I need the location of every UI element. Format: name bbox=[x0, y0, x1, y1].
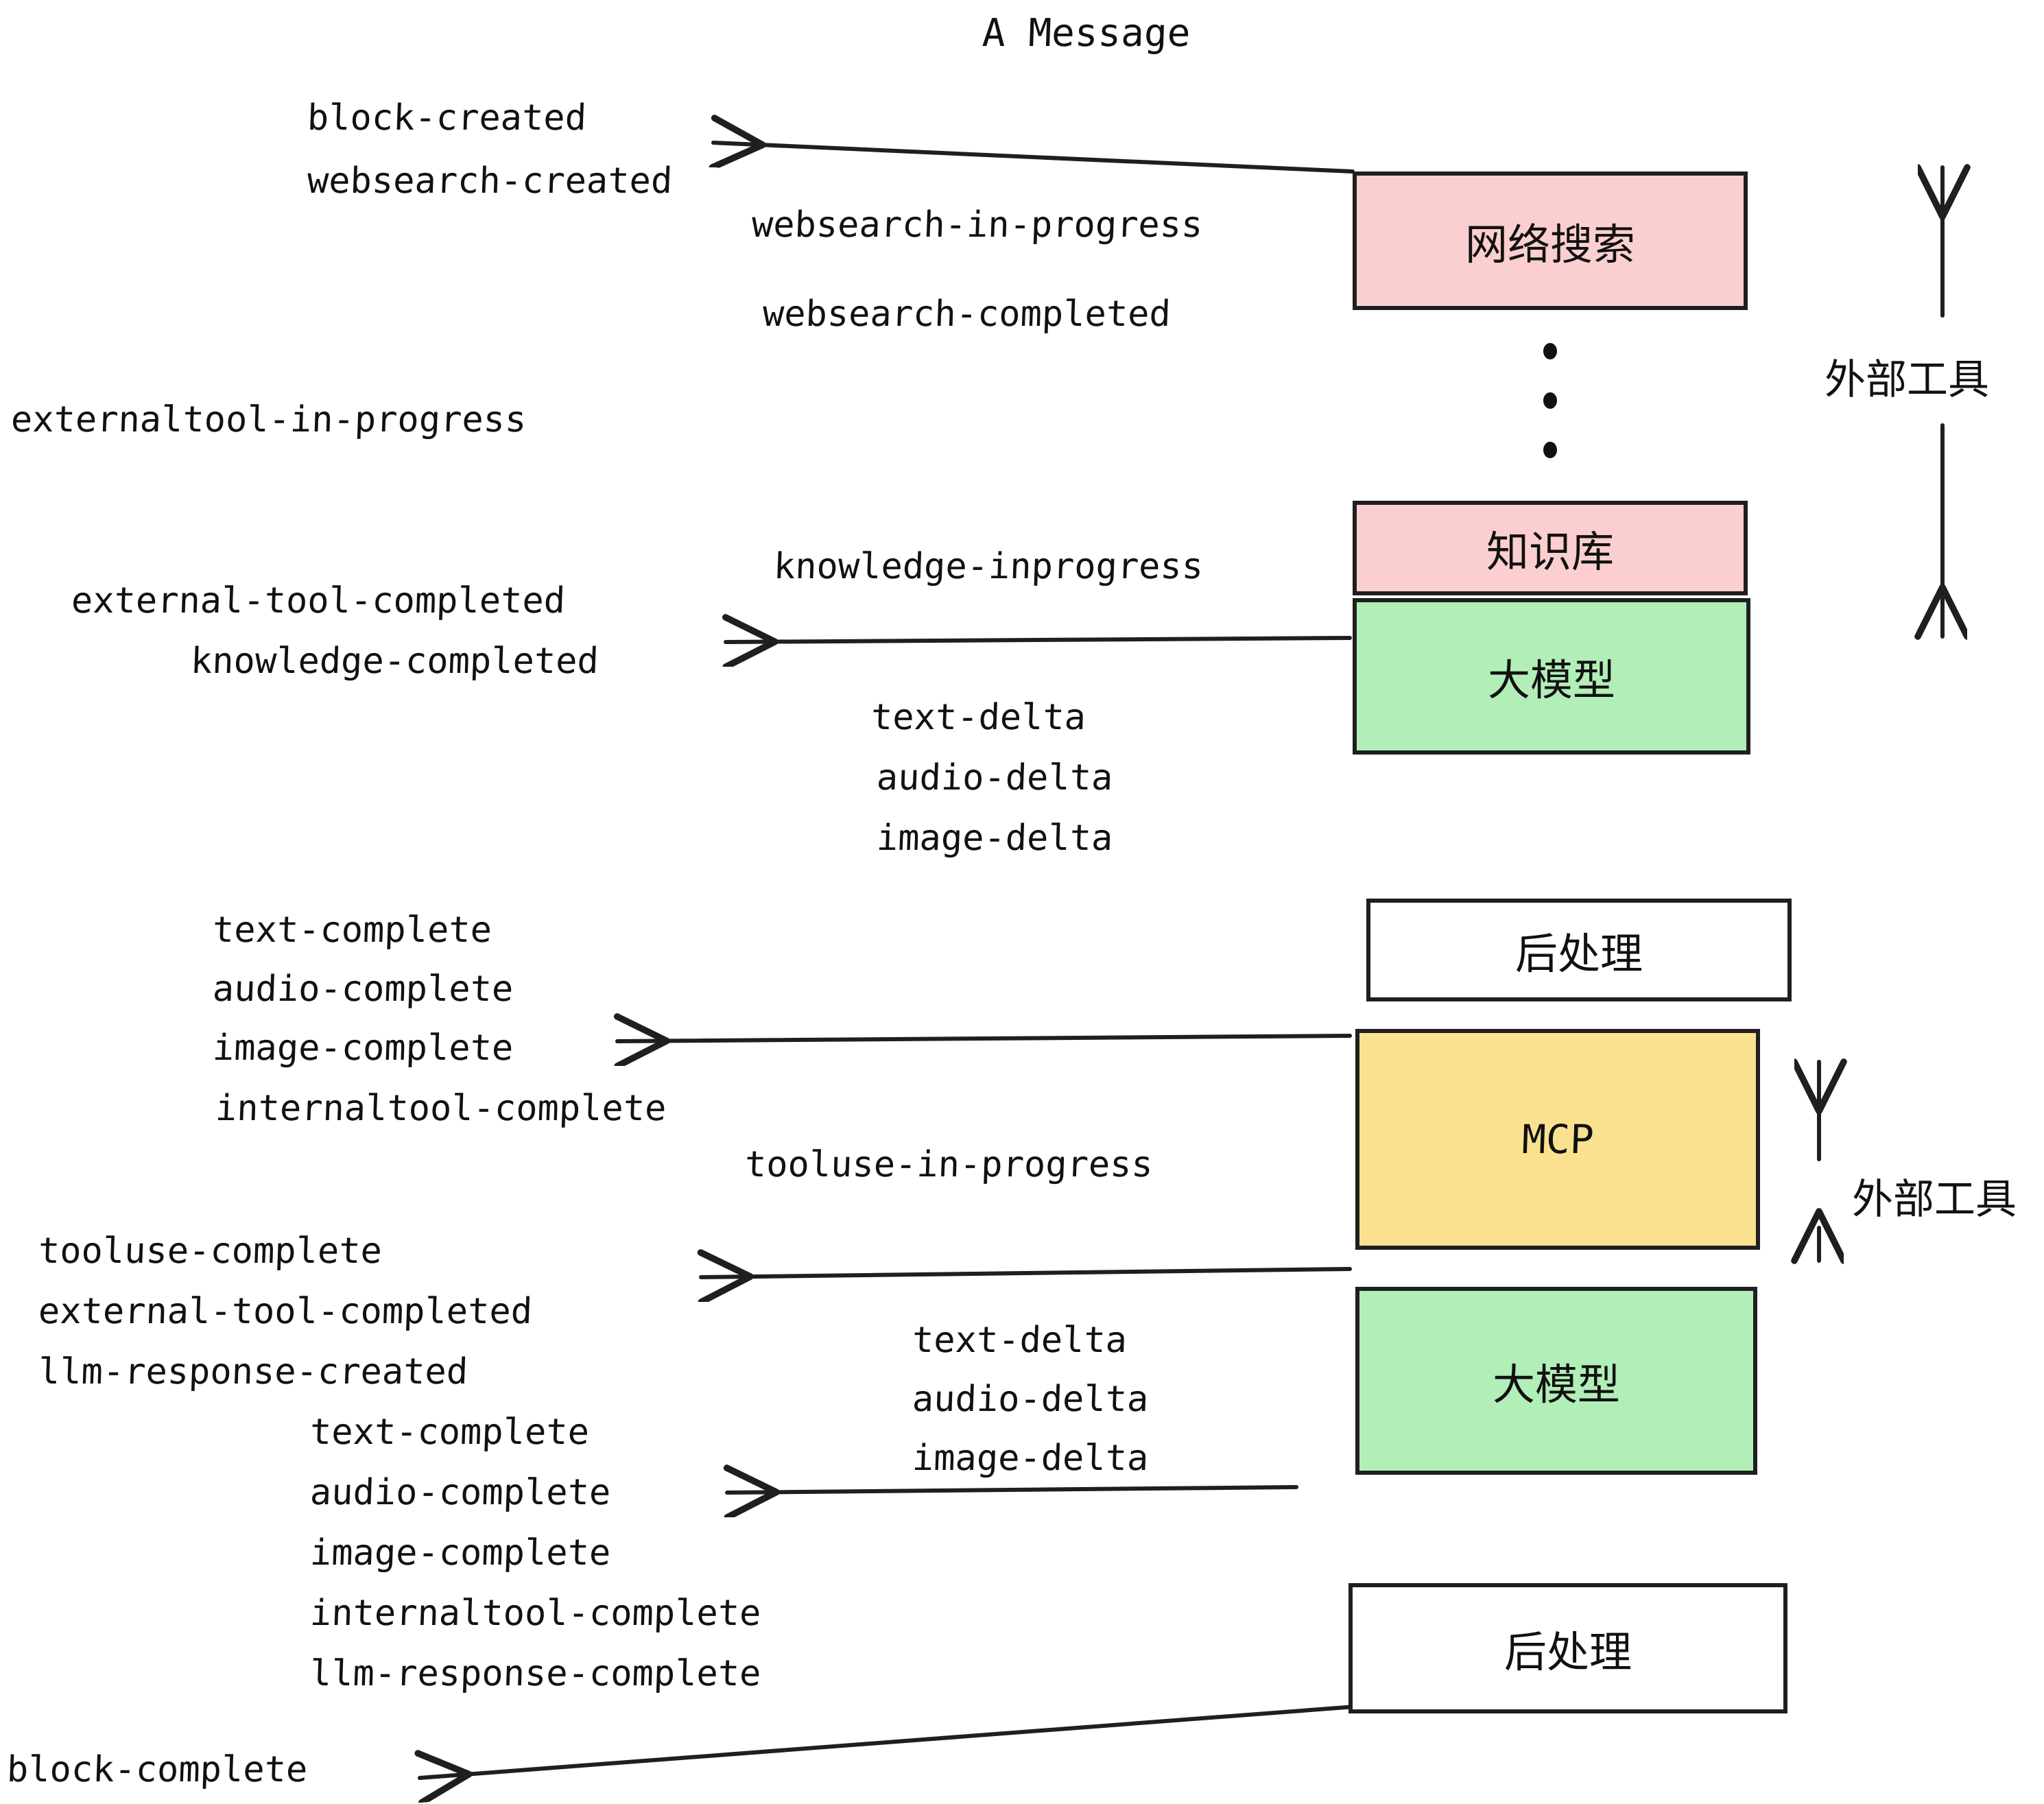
box-websearch-label: 网络搜索 bbox=[1464, 219, 1635, 270]
box-llm-bottom-label: 大模型 bbox=[1492, 1360, 1620, 1410]
box-knowledge-label: 知识库 bbox=[1486, 527, 1614, 577]
box-postprocess-bottom[interactable]: 后处理 bbox=[1348, 1583, 1787, 1713]
event-internaltool-complete-2: internaltool-complete bbox=[309, 1593, 762, 1634]
event-externaltool-in-progress: externaltool-in-progress bbox=[10, 399, 527, 440]
box-llm-bottom[interactable]: 大模型 bbox=[1355, 1287, 1757, 1475]
event-tooluse-in-progress: tooluse-in-progress bbox=[744, 1144, 1154, 1185]
event-text-delta-1: text-delta bbox=[870, 697, 1087, 738]
event-image-delta-2: image-delta bbox=[911, 1438, 1150, 1479]
event-image-complete-1: image-complete bbox=[211, 1028, 514, 1069]
event-tooluse-complete: tooluse-complete bbox=[37, 1231, 383, 1272]
event-llm-response-complete: llm-response-complete bbox=[309, 1653, 762, 1694]
event-internaltool-complete-1: internaltool-complete bbox=[214, 1088, 667, 1129]
arrow-block-complete bbox=[420, 1705, 1357, 1778]
box-postprocess-top-label: 后处理 bbox=[1514, 929, 1643, 979]
event-audio-complete-2: audio-complete bbox=[309, 1472, 612, 1513]
box-mcp[interactable]: MCP bbox=[1355, 1029, 1760, 1250]
event-websearch-created: websearch-created bbox=[306, 161, 674, 202]
label-external-tools-bottom: 外部工具 bbox=[1852, 1176, 2017, 1224]
arrow-audio-complete-2 bbox=[727, 1487, 1298, 1493]
box-postprocess-bottom-label: 后处理 bbox=[1504, 1627, 1632, 1677]
box-knowledge[interactable]: 知识库 bbox=[1353, 501, 1748, 595]
event-knowledge-completed: knowledge-completed bbox=[189, 641, 599, 682]
vertical-ellipsis-icon bbox=[1543, 343, 1557, 458]
box-websearch[interactable]: 网络搜索 bbox=[1353, 171, 1748, 310]
event-knowledge-inprogress: knowledge-inprogress bbox=[772, 546, 1204, 587]
event-external-tool-completed-1: external-tool-completed bbox=[70, 580, 567, 621]
ellipsis-dot bbox=[1543, 442, 1557, 458]
box-postprocess-top[interactable]: 后处理 bbox=[1366, 899, 1792, 1001]
arrow-image-complete bbox=[617, 1036, 1352, 1041]
event-text-complete-2: text-complete bbox=[309, 1412, 591, 1453]
event-text-delta-2: text-delta bbox=[911, 1320, 1128, 1361]
event-image-complete-2: image-complete bbox=[309, 1532, 612, 1574]
event-block-complete: block-complete bbox=[5, 1749, 309, 1790]
arrow-tooluse-complete bbox=[701, 1269, 1352, 1277]
event-image-delta-1: image-delta bbox=[875, 818, 1114, 859]
ellipsis-dot bbox=[1543, 343, 1557, 359]
event-websearch-completed: websearch-completed bbox=[761, 294, 1172, 335]
arrow-knowledge-completed bbox=[726, 638, 1352, 642]
event-audio-delta-1: audio-delta bbox=[875, 757, 1114, 798]
event-block-created: block-created bbox=[306, 97, 588, 139]
label-external-tools-top: 外部工具 bbox=[1825, 356, 1989, 404]
event-external-tool-completed-2: external-tool-completed bbox=[37, 1291, 534, 1332]
event-websearch-in-progress: websearch-in-progress bbox=[750, 204, 1204, 246]
box-llm-top-label: 大模型 bbox=[1487, 655, 1615, 705]
ellipsis-dot bbox=[1543, 392, 1557, 409]
event-audio-delta-2: audio-delta bbox=[911, 1379, 1150, 1420]
event-text-complete-1: text-complete bbox=[211, 910, 493, 951]
event-audio-complete-1: audio-complete bbox=[211, 969, 514, 1010]
box-llm-top[interactable]: 大模型 bbox=[1353, 598, 1750, 755]
event-llm-response-created: llm-response-created bbox=[37, 1351, 469, 1392]
box-mcp-label: MCP bbox=[1521, 1116, 1595, 1163]
diagram-title: A Message bbox=[981, 11, 1191, 56]
arrow-websearch-created bbox=[713, 143, 1355, 174]
